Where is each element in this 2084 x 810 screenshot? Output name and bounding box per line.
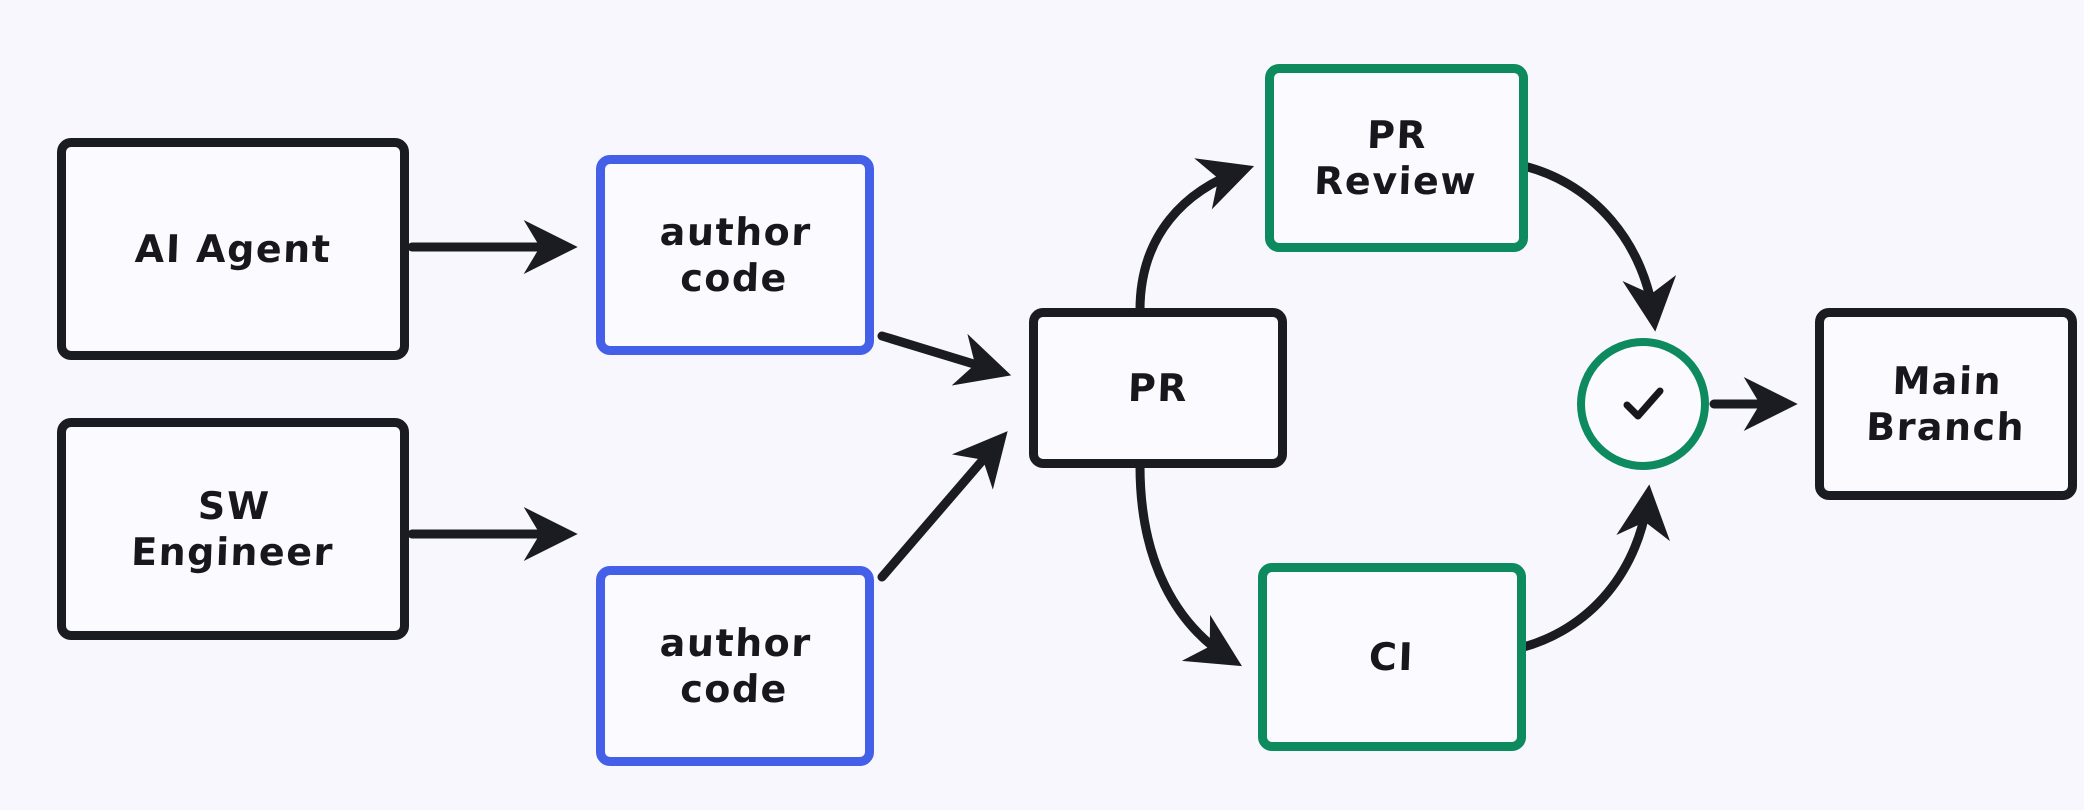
check-icon — [1611, 372, 1675, 436]
edge-ci-to-check — [1507, 484, 1670, 655]
node-ci[interactable]: CI — [1258, 563, 1526, 751]
node-ai-agent-label: AI Agent — [134, 226, 332, 271]
edge-pr-to-pr-review — [1135, 158, 1255, 315]
node-author-code-top[interactable]: author code — [596, 155, 874, 355]
node-pr-review[interactable]: PR Review — [1265, 64, 1528, 252]
node-main-branch-label: Main Branch — [1864, 358, 2026, 449]
node-sw-engineer[interactable]: SW Engineer — [57, 418, 409, 640]
node-ai-agent[interactable]: AI Agent — [57, 138, 409, 360]
node-author-code-bottom-label: author code — [659, 620, 813, 711]
edge-author-code-top-to-pr — [877, 331, 1012, 386]
node-author-code-top-label: author code — [659, 209, 813, 300]
node-merge-check[interactable] — [1577, 338, 1709, 470]
node-pr-label: PR — [1127, 365, 1189, 410]
node-author-code-bottom[interactable]: author code — [596, 566, 874, 766]
node-pr-review-label: PR Review — [1313, 112, 1478, 203]
node-sw-engineer-label: SW Engineer — [130, 483, 335, 574]
node-ci-label: CI — [1368, 634, 1416, 679]
edge-pr-review-to-check — [1505, 158, 1677, 332]
edge-author-code-bottom-to-pr — [877, 431, 1008, 582]
edge-pr-to-ci — [1135, 461, 1242, 667]
node-pr[interactable]: PR — [1029, 308, 1287, 468]
node-main-branch[interactable]: Main Branch — [1815, 308, 2077, 500]
